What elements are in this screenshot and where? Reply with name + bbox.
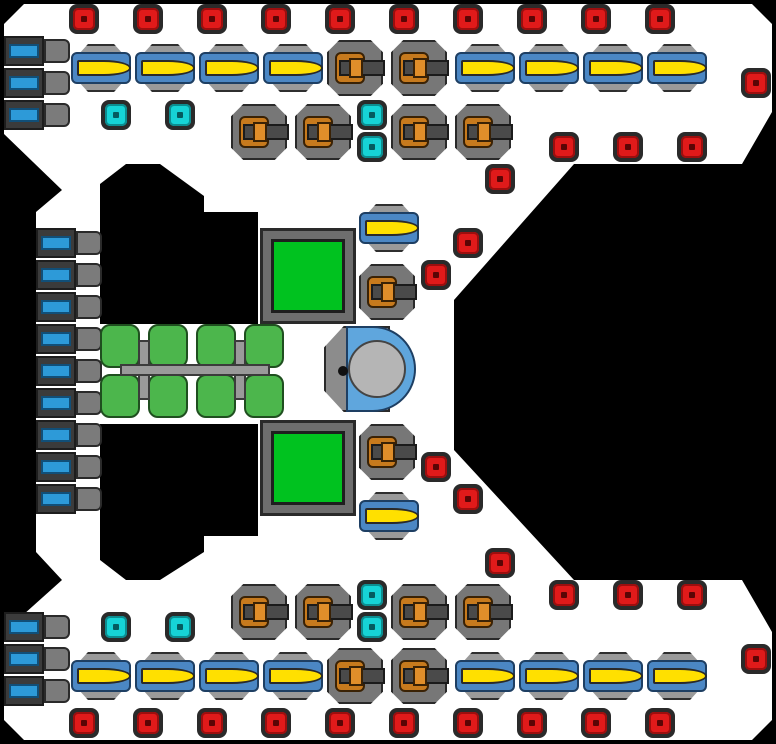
ship-hull <box>4 4 772 740</box>
